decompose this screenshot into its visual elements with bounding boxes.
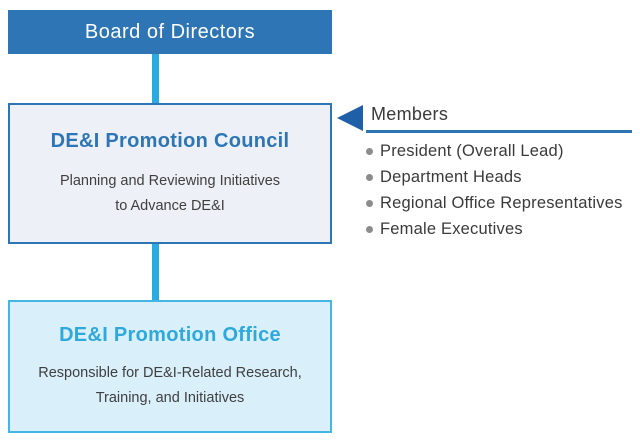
dei-promotion-council-box: DE&I Promotion Council Planning and Revi… [8, 103, 332, 244]
board-of-directors-box: Board of Directors [8, 10, 332, 54]
office-description-line1: Responsible for DE&I-Related Research, [38, 365, 302, 381]
members-list: President (Overall Lead) Department Head… [366, 138, 623, 242]
members-underline [366, 130, 632, 133]
left-arrow-icon [337, 105, 363, 131]
council-description-line2: to Advance DE&I [115, 198, 225, 214]
member-item-label: Regional Office Representatives [380, 193, 623, 212]
office-title: DE&I Promotion Office [59, 324, 281, 346]
council-title: DE&I Promotion Council [50, 130, 290, 152]
board-title: Board of Directors [84, 20, 256, 43]
dei-promotion-office-box: DE&I Promotion Office Responsible for DE… [8, 300, 332, 433]
member-item: President (Overall Lead) [366, 138, 623, 164]
bullet-icon [366, 147, 373, 155]
member-item: Regional Office Representatives [366, 190, 623, 216]
office-description: Responsible for DE&I-Related Research, T… [10, 361, 330, 411]
bullet-icon [366, 225, 373, 233]
council-description: Planning and Reviewing Initiatives to Ad… [10, 169, 330, 219]
member-item: Department Heads [366, 164, 623, 190]
council-description-line1: Planning and Reviewing Initiatives [59, 173, 281, 189]
member-item: Female Executives [366, 216, 623, 242]
member-item-label: President (Overall Lead) [380, 141, 564, 160]
bullet-icon [366, 173, 373, 181]
member-item-label: Female Executives [380, 219, 523, 238]
member-item-label: Department Heads [380, 167, 522, 186]
office-description-line2: Training, and Initiatives [95, 390, 245, 406]
bullet-icon [366, 199, 373, 207]
members-label: Members [371, 104, 449, 124]
